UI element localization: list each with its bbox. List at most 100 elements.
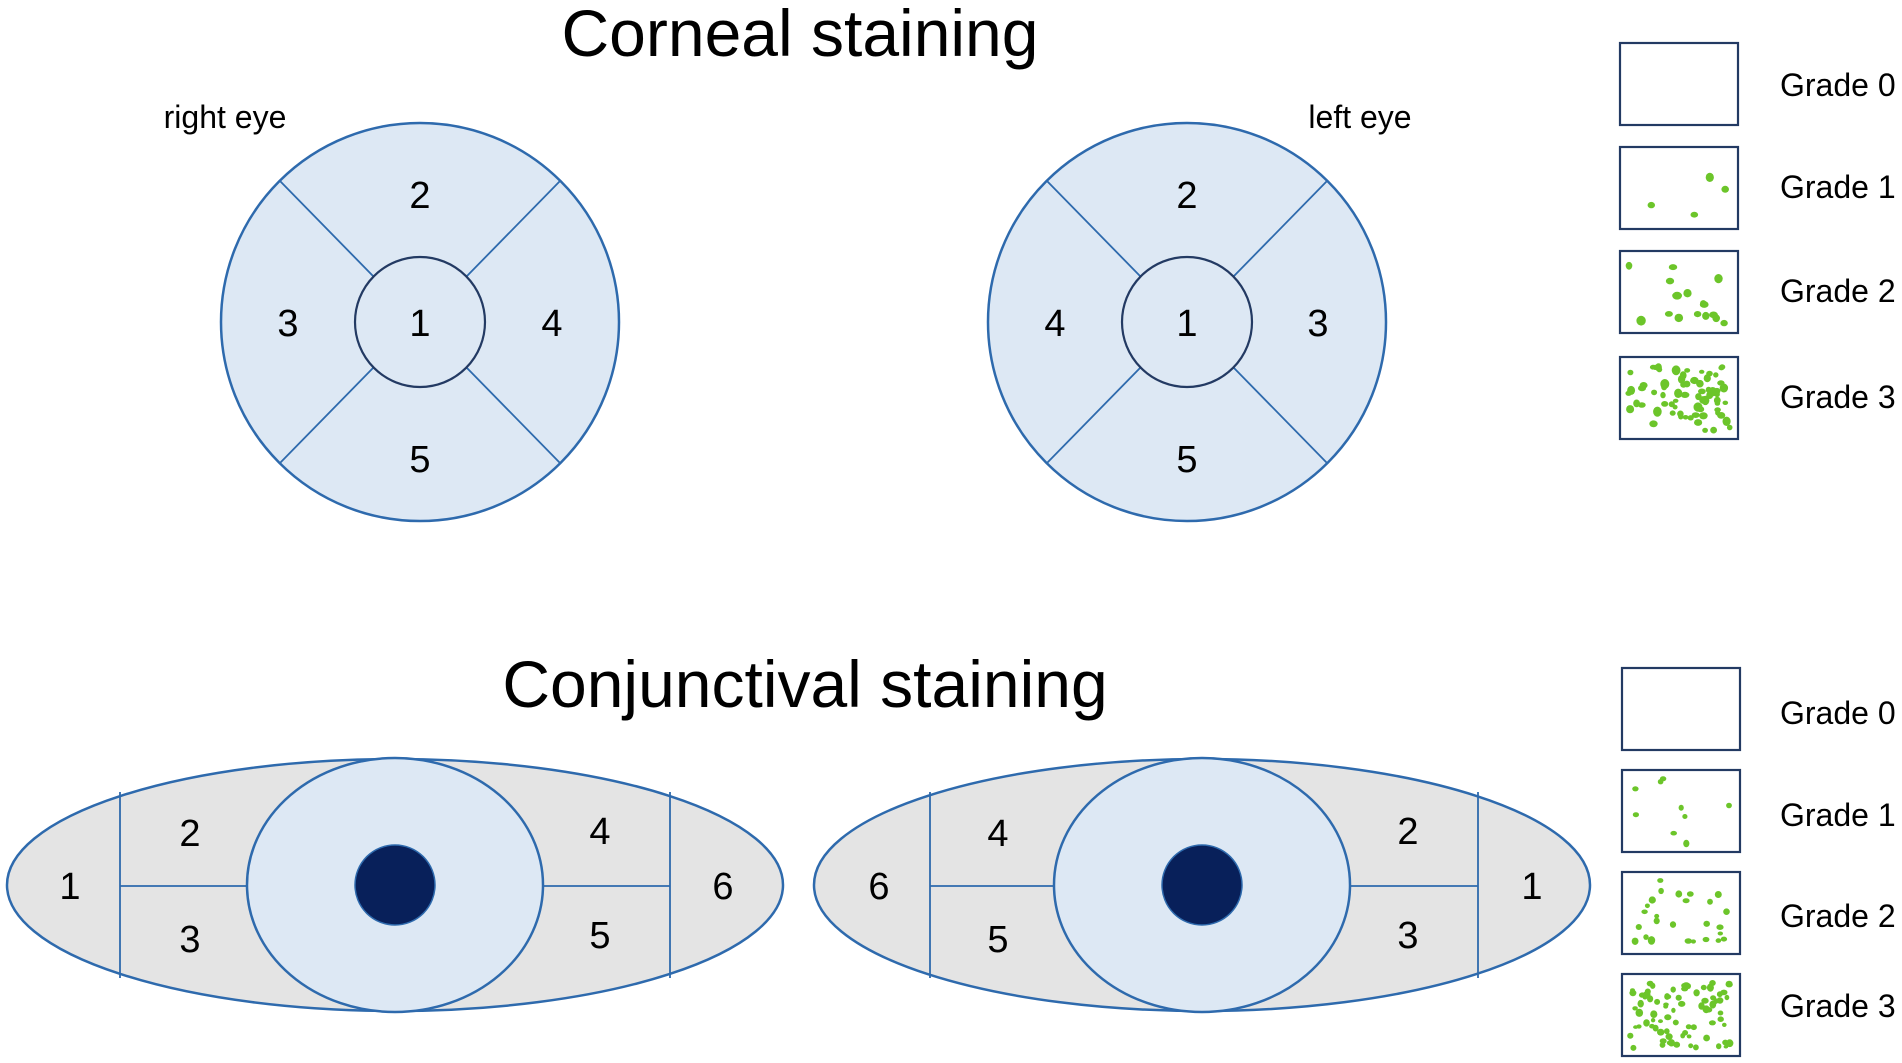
corneal-legend: Grade 0 Grade 1 Grade 2 Grade 3 (1618, 41, 1896, 441)
stain-dot (1644, 903, 1650, 909)
stain-dot (1666, 1040, 1672, 1046)
stain-dot (1724, 994, 1730, 1001)
stain-dot (1704, 1007, 1713, 1013)
stain-dot (1712, 314, 1720, 323)
stain-dot (1684, 938, 1693, 944)
stain-dot (1630, 988, 1635, 993)
stain-dot (1633, 1006, 1638, 1010)
stain-dot (1682, 898, 1690, 904)
stain-dot (1633, 399, 1640, 408)
stain-dot (1698, 388, 1706, 395)
stain-dot (1664, 1014, 1672, 1021)
stain-dot (1701, 997, 1709, 1004)
stain-dot (1643, 1019, 1650, 1027)
stain-dot (1649, 420, 1658, 428)
stain-dot (1675, 890, 1683, 898)
stain-dot (1683, 839, 1690, 848)
stain-dot (1633, 1025, 1639, 1029)
stain-dots (1625, 363, 1733, 434)
zone-number: 1 (59, 866, 80, 908)
stain-dot (1664, 993, 1670, 1000)
corneal-title: Corneal staining (562, 0, 1039, 70)
stain-dot (1648, 896, 1656, 904)
zone-number: 3 (277, 303, 298, 345)
legend-swatch-grade-2 (1620, 870, 1742, 956)
stain-dot (1714, 391, 1720, 398)
stain-dot (1674, 388, 1683, 398)
stain-dot (1635, 924, 1642, 930)
conjunctival-legend: Grade 0 Grade 1 Grade 2 Grade 3 (1620, 666, 1896, 1058)
zone-number: 6 (868, 866, 889, 908)
stain-dot (1674, 313, 1684, 323)
zone-number: 1 (1521, 866, 1542, 908)
left-cornea-divider (1233, 367, 1328, 464)
left-cornea-divider (1046, 180, 1141, 277)
stain-dot (1717, 1010, 1724, 1016)
stain-dot (1680, 1033, 1686, 1039)
stain-dot (1663, 1004, 1669, 1009)
stain-dot (1685, 1024, 1692, 1030)
stain-dot (1671, 1007, 1676, 1013)
stain-dot (1677, 410, 1684, 418)
stain-dot (1714, 891, 1722, 898)
stain-dot (1721, 185, 1729, 193)
stain-dot (1715, 938, 1722, 943)
stain-dot (1673, 1041, 1681, 1048)
stain-dot (1694, 419, 1703, 426)
stain-dot (1632, 812, 1639, 818)
stain-dot (1686, 1034, 1692, 1039)
stain-dot (1684, 984, 1690, 989)
stain-dot (1725, 980, 1733, 987)
zone-number: 4 (541, 303, 562, 345)
zone-number: 4 (987, 813, 1008, 855)
stain-dot (1657, 878, 1664, 883)
stain-dot (1630, 1044, 1637, 1051)
stain-dot (1627, 369, 1634, 376)
stain-dot (1665, 1033, 1673, 1040)
corneal-right-eye: right eye 1 2 3 4 5 (164, 99, 621, 523)
stain-dot (1668, 401, 1675, 408)
stain-dot (1658, 1019, 1663, 1024)
stain-dot (1652, 364, 1659, 370)
stain-dot (1695, 393, 1702, 401)
legend-label: Grade 1 (1780, 797, 1896, 833)
zone-number: 5 (1176, 439, 1197, 481)
conjunctival-right-eye: 1 2 3 4 5 6 (5, 756, 785, 1014)
stain-dot (1716, 997, 1724, 1004)
stain-dot (1698, 1002, 1705, 1010)
stain-dot (1660, 391, 1666, 399)
legend-swatch-grade-0 (1618, 41, 1740, 127)
stain-dot (1664, 311, 1673, 317)
legend-label: Grade 0 (1780, 695, 1896, 731)
stain-dot (1699, 301, 1709, 308)
stain-dot (1665, 277, 1675, 285)
stain-dot (1688, 1043, 1694, 1049)
right-pupil (354, 844, 436, 926)
zone-number: 5 (987, 919, 1008, 961)
stain-dot (1670, 830, 1677, 836)
stain-dot (1635, 1008, 1644, 1017)
stain-dot (1690, 939, 1696, 944)
stain-dot (1659, 1042, 1666, 1048)
stain-dots (1647, 172, 1729, 218)
stain-dot (1672, 291, 1682, 300)
zone-number: 3 (1307, 303, 1328, 345)
legend-swatch-grade-1 (1618, 145, 1740, 231)
right-cornea-divider (279, 367, 374, 464)
stain-dot (1687, 415, 1694, 421)
stain-dot (1644, 988, 1651, 995)
zone-number: 1 (1176, 303, 1197, 345)
stain-dot (1705, 172, 1714, 182)
stain-dot (1720, 319, 1728, 327)
corneal-left-eye: left eye 1 2 4 3 5 (986, 99, 1412, 523)
stain-dot (1717, 931, 1724, 936)
right-cornea-divider (466, 367, 561, 464)
stain-dot (1722, 1022, 1727, 1027)
stain-dot (1680, 381, 1687, 388)
stain-dot (1632, 786, 1639, 792)
left-pupil (1161, 844, 1243, 926)
left-cornea-divider (1046, 367, 1141, 464)
stain-dot (1691, 412, 1700, 418)
stain-dot (1723, 908, 1730, 915)
zone-number: 4 (1044, 303, 1065, 345)
